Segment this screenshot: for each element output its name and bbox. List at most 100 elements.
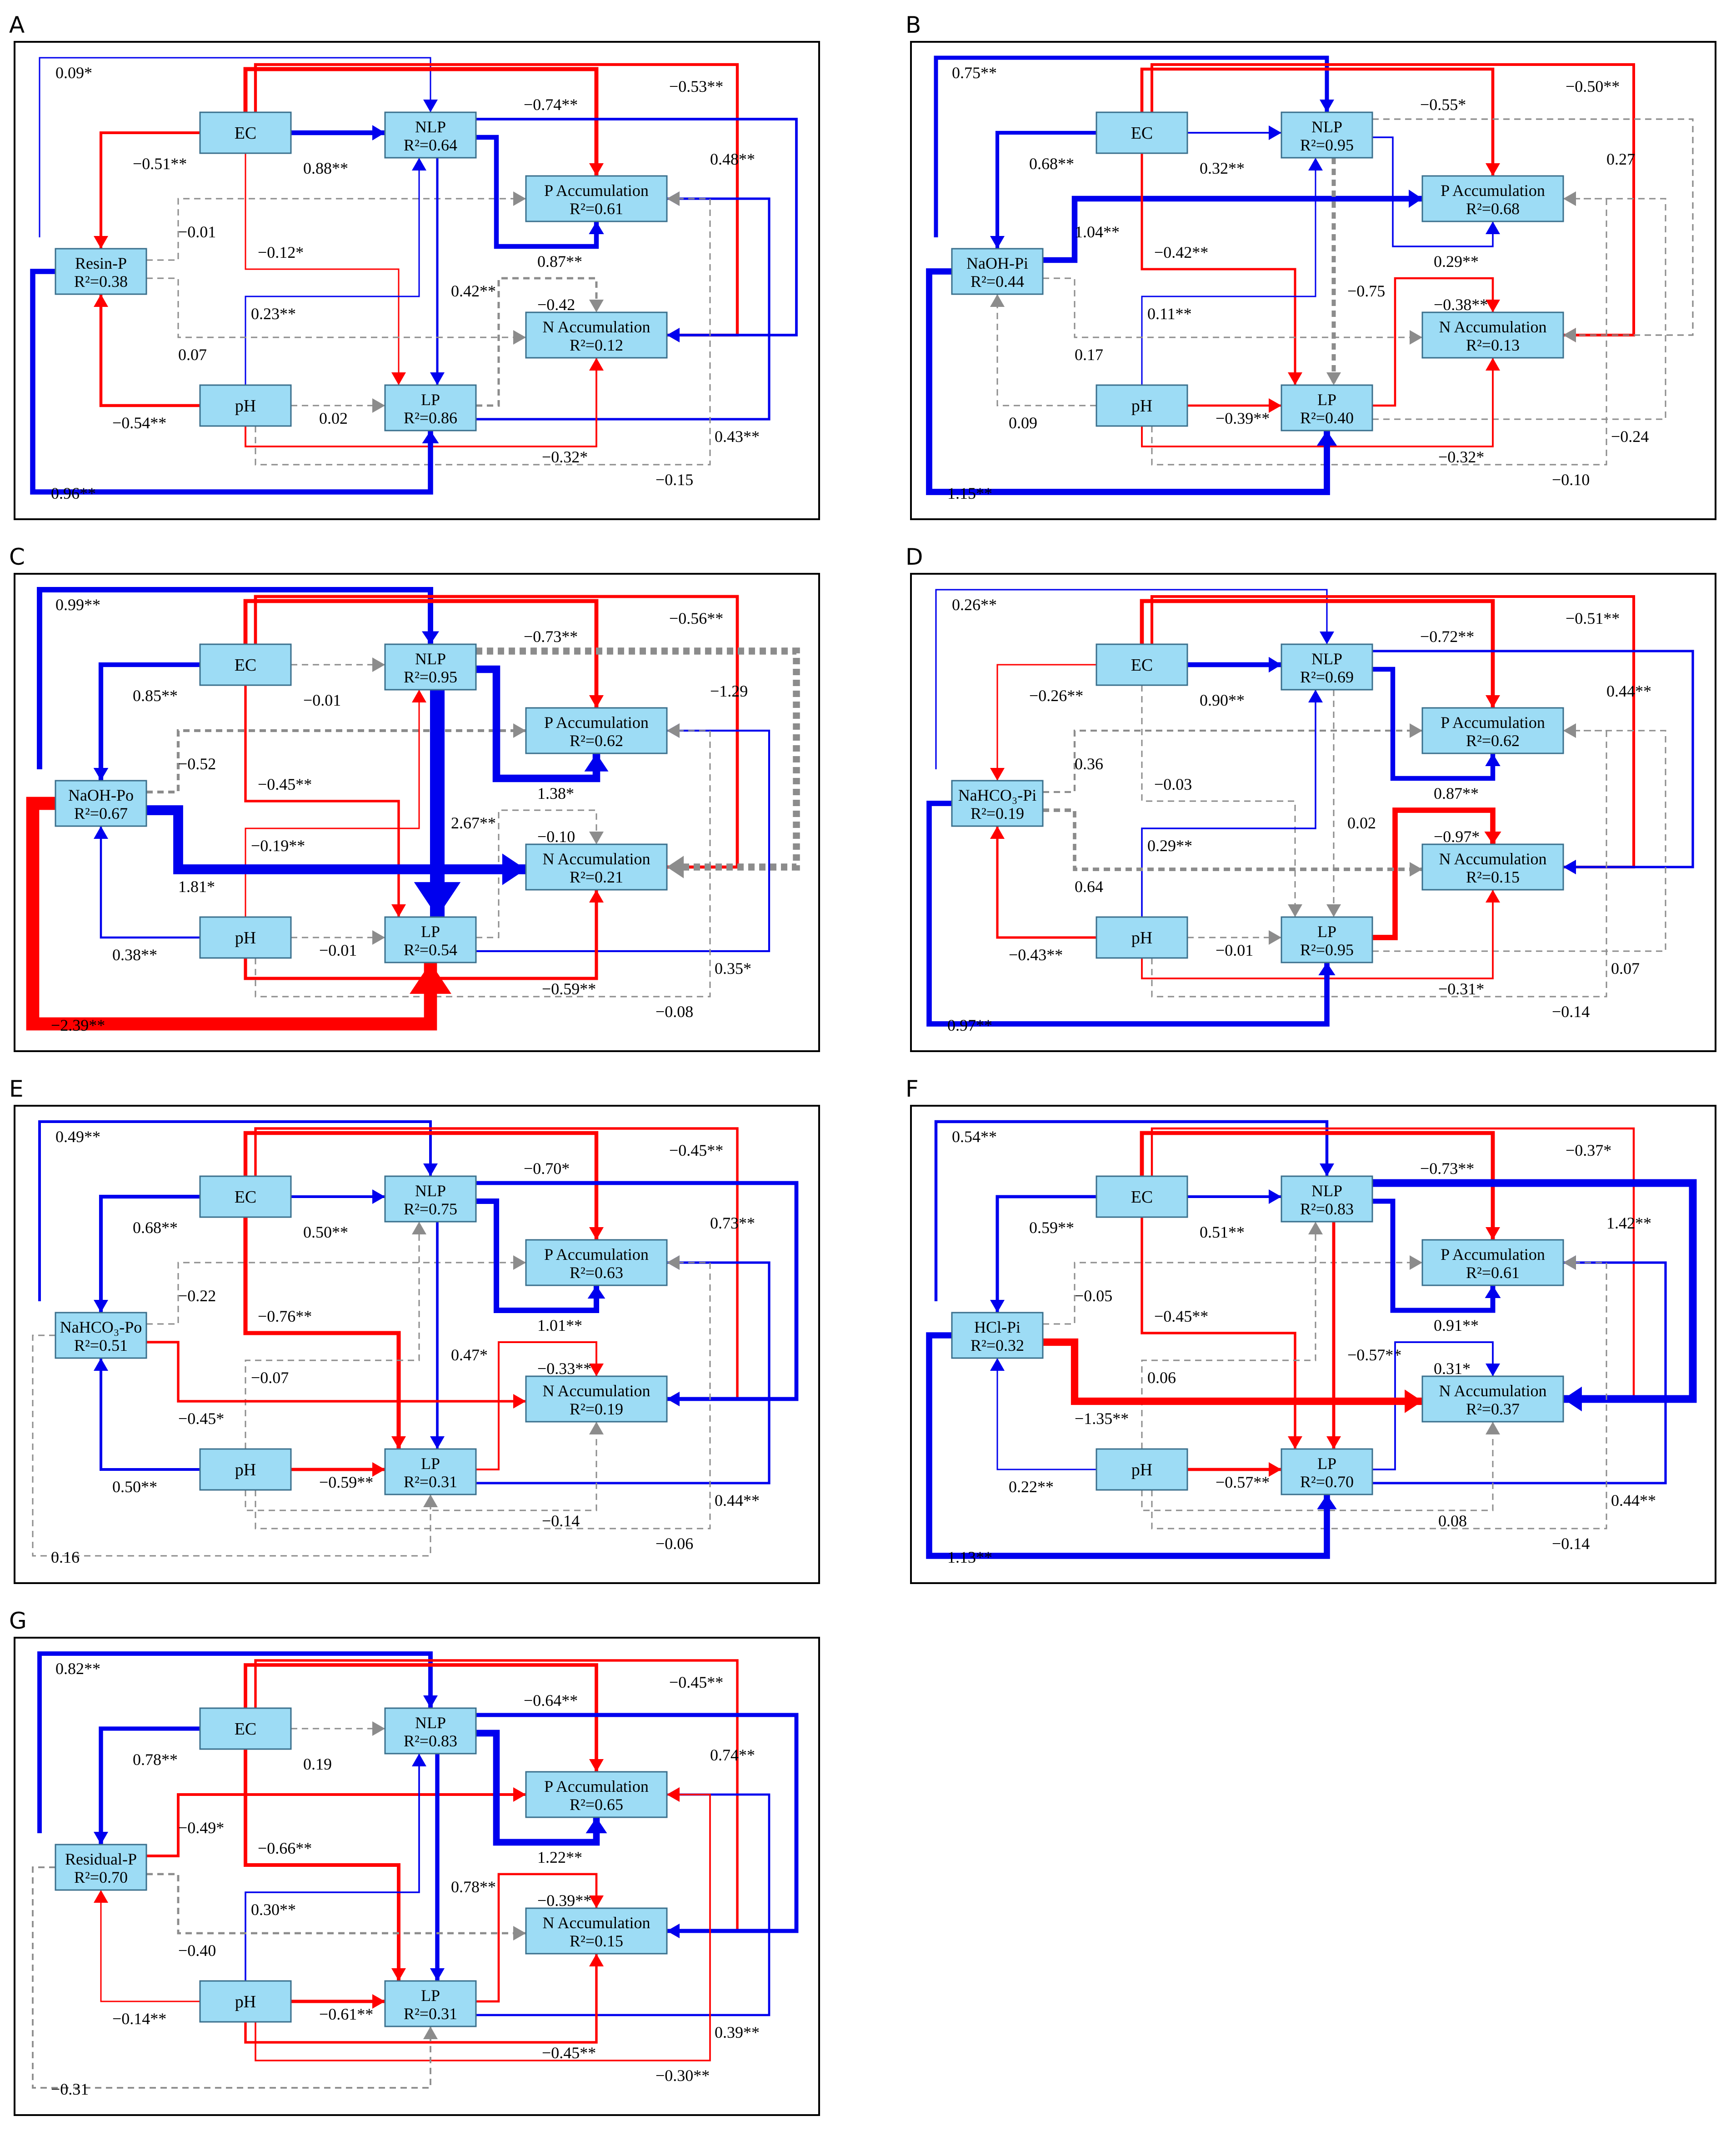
arrowhead-lp-to-nacc (589, 300, 604, 312)
arrowhead-ec-to-x (990, 768, 1005, 781)
arrowhead-ec-to-pacc (589, 1227, 604, 1240)
coef-ec-to-lp: −0.42** (1154, 243, 1208, 261)
coef-x-to-nacc: 0.07 (178, 346, 207, 364)
coef-ph-to-x: −0.43** (1009, 946, 1063, 964)
coef-ec-to-nlp: −0.01 (303, 691, 341, 709)
node-ec-label: EC (235, 1720, 257, 1739)
node-n-accumulation-r2: R²=0.13 (1466, 336, 1520, 354)
node-p-accumulation-label: P Accumulation (544, 181, 649, 200)
path-lp-to-pacc (1372, 730, 1666, 952)
panel-frame (910, 41, 1716, 520)
panel-letter: D (906, 544, 923, 570)
node-p-fraction-box (55, 780, 147, 827)
path-ph-to-x (996, 1358, 1096, 1470)
panel-letter: G (9, 1608, 27, 1634)
node-p-accumulation-box (1421, 175, 1564, 222)
arrowhead-ec-to-nlp (1269, 657, 1281, 673)
node-p-fraction-label: HCl-Pi (974, 1318, 1021, 1336)
arrowhead-x-to-nlp (1320, 1163, 1334, 1176)
path-ec-to-lp (1141, 1217, 1296, 1449)
node-p-accumulation-label: P Accumulation (544, 1245, 649, 1264)
node-p-accumulation-box (1421, 1239, 1564, 1286)
arrowhead-ec-to-nlp (372, 1189, 385, 1204)
coef-nlp-to-lp: 2.67** (451, 814, 496, 832)
node-p-fraction-r2: R²=0.70 (74, 1868, 128, 1886)
path-nlp-to-nacc (1372, 650, 1694, 868)
coef-nlp-to-lp: −0.75 (1347, 282, 1385, 300)
arrowhead-ph-to-nacc (589, 358, 604, 371)
arrowhead-ph-to-lp (1269, 930, 1281, 945)
coef-lp-to-nacc: −0.38** (1434, 296, 1488, 314)
coef-lp-to-nacc: −0.97* (1434, 827, 1480, 846)
arrowhead-ec-to-lp (391, 1968, 406, 1981)
node-n-accumulation-box (525, 1907, 668, 1955)
coef-ec-to-lp: −0.45** (258, 775, 312, 793)
node-nlp-label: NLP (415, 1714, 446, 1732)
node-lp-r2: R²=0.95 (1300, 941, 1354, 959)
path-ec-to-pacc (243, 1131, 599, 1240)
path-arrows: 0.82**0.78**0.19−0.64**−0.45**0.74**−0.4… (32, 1651, 799, 2098)
arrowhead-nlp-to-nacc (667, 1924, 680, 1938)
coef-ph-to-pacc: −0.06 (655, 1534, 693, 1553)
node-ec-label: EC (1131, 1188, 1153, 1207)
coef-nlp-to-nacc: 1.42** (1606, 1214, 1651, 1232)
node-p-fraction-box (55, 1844, 147, 1891)
path-ph-to-nlp (245, 1222, 420, 1449)
arrowhead-nlp-to-pacc (589, 221, 604, 234)
arrowhead-ph-to-pacc (667, 723, 680, 738)
arrowhead-ec-to-nlp (1269, 125, 1281, 140)
node-n-accumulation-r2: R²=0.15 (570, 1932, 623, 1950)
path-x-to-lp (926, 801, 1330, 1027)
coef-x-to-pacc: −0.49* (178, 1819, 224, 1837)
arrowhead-nlp-to-pacc (587, 1285, 605, 1299)
node-lp-r2: R²=0.40 (1300, 409, 1354, 427)
coef-x-to-lp: 0.16 (51, 1548, 80, 1566)
arrowhead-ec-to-pacc (1486, 1227, 1500, 1240)
coef-x-to-pacc: −0.22 (178, 1287, 216, 1305)
arrowhead-ec-to-nlp (372, 125, 385, 140)
arrowhead-ec-to-lp (391, 904, 406, 917)
arrowhead-ph-to-nlp (1308, 158, 1323, 170)
node-ec-box (1096, 643, 1188, 686)
panel-g: G0.82**0.78**0.19−0.64**−0.45**0.74**−0.… (9, 1608, 820, 2116)
node-ec: EC (199, 643, 292, 686)
coef-ec-to-nacc: −0.51** (1566, 609, 1620, 627)
coef-ph-to-nlp: 0.29** (1147, 837, 1192, 855)
arrowhead-ph-to-x (990, 294, 1005, 307)
path-x-to-pacc (1043, 729, 1422, 793)
path-ph-to-nlp (1141, 158, 1316, 385)
node-nlp-label: NLP (1311, 650, 1342, 668)
arrowhead-x-to-nlp (421, 631, 440, 644)
path-ph-to-pacc (255, 730, 711, 998)
node-ec: EC (1096, 111, 1188, 154)
arrowhead-x-to-pacc (1410, 1255, 1422, 1270)
node-n-accumulation-label: N Accumulation (543, 318, 650, 336)
coef-ph-to-nacc: −0.45** (542, 2044, 596, 2062)
node-ec-box (1096, 1175, 1188, 1218)
arrowhead-nlp-to-lp (430, 1436, 445, 1449)
coef-x-to-nlp: 0.49** (55, 1128, 100, 1146)
path-ec-to-x (995, 130, 1096, 249)
path-x-to-pacc (146, 198, 526, 261)
node-ph-box (1096, 384, 1188, 427)
path-x-to-nacc (146, 1341, 526, 1403)
node-ph: pH (1096, 384, 1188, 427)
panel-letter: E (9, 1076, 24, 1102)
arrowhead-nlp-to-lp (414, 882, 461, 917)
node-p-fraction-box (951, 248, 1044, 295)
node-lp-r2: R²=0.31 (404, 2005, 457, 2023)
panel-letter: A (9, 12, 25, 38)
path-x-to-lp (926, 1332, 1330, 1559)
path-x-to-lp (32, 1866, 431, 2089)
